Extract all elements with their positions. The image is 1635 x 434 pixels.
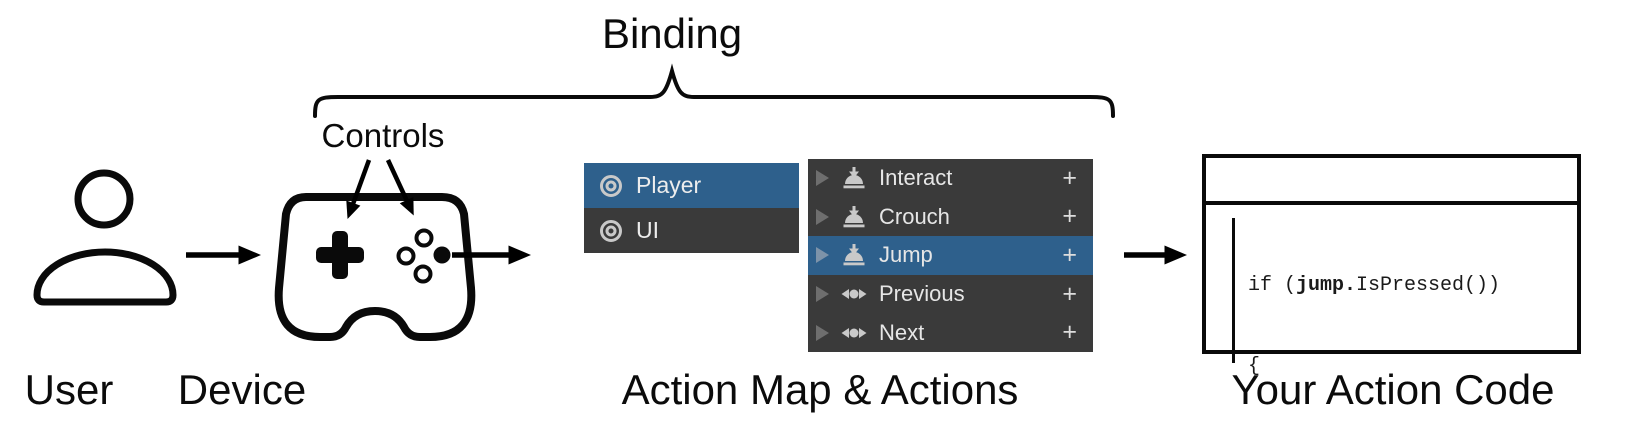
gamepad-icon [274,193,476,341]
add-binding-button[interactable]: + [1062,318,1077,347]
action-item-next[interactable]: Next + [808,313,1093,352]
action-map-icon [600,219,622,242]
foldout-triangle-icon[interactable] [816,247,829,264]
add-binding-button[interactable]: + [1062,240,1077,269]
action-map-item-label: UI [636,217,659,243]
code-text-bold: jump. [1296,274,1357,297]
user-icon [33,169,177,306]
code-line: if (jump.IsPressed()) [1248,272,1577,299]
action-item-label: Interact [879,165,953,191]
action-item-label: Previous [879,281,965,307]
add-binding-button[interactable]: + [1062,279,1077,308]
code-gutter-line [1232,218,1235,363]
device-label: Device [177,366,307,413]
button-action-icon [843,167,865,189]
controls-arrow-right [385,159,414,216]
gamepad-buttons [396,228,451,284]
action-map-item-ui[interactable]: UI [584,208,799,253]
code-window-titlebar [1206,158,1577,205]
controls-label: Controls [321,117,445,154]
action-map-item-label: Player [636,172,702,198]
user-head [74,169,134,229]
action-map-item-player[interactable]: Player [584,163,799,208]
foldout-triangle-icon[interactable] [816,286,829,303]
code-text: IsPressed()) [1356,274,1501,297]
axis-action-icon [841,327,867,338]
foldout-triangle-icon[interactable] [816,324,829,341]
binding-label: Binding [601,10,743,57]
user-body [33,248,177,306]
add-binding-button[interactable]: + [1062,202,1077,231]
controls-arrow-left [346,159,372,220]
button-action-icon [843,244,865,266]
action-item-previous[interactable]: Previous + [808,275,1093,314]
gamepad-outline [274,193,476,341]
binding-brace [313,63,1115,118]
action-item-label: Jump [879,242,933,268]
action-item-interact[interactable]: Interact + [808,159,1093,198]
code-snippet: if (jump.IsPressed()) { // your code } [1248,218,1577,434]
action-item-label: Crouch [879,203,950,229]
code-text: if ( [1248,274,1297,297]
action-item-label: Next [879,319,925,345]
action-item-crouch[interactable]: Crouch + [808,198,1093,237]
foldout-triangle-icon[interactable] [816,170,829,187]
axis-action-icon [841,289,867,300]
button-action-icon [843,205,865,228]
code-window-body: if (jump.IsPressed()) { // your code } [1206,218,1577,378]
action-map-label: Action Map & Actions [621,366,1019,413]
action-item-jump[interactable]: Jump + [808,236,1093,275]
code-line: { [1248,355,1261,378]
user-label: User [24,366,114,413]
add-binding-button[interactable]: + [1062,163,1077,192]
gamepad-pressed-button [433,246,451,264]
action-code-label: Your Action Code [1231,366,1555,413]
action-code-window: if (jump.IsPressed()) { // your code } [1202,154,1581,378]
action-map-panel: Player UI [584,163,799,253]
action-map-icon [600,174,622,197]
foldout-triangle-icon[interactable] [816,208,829,225]
actions-panel: Interact + Crouch + Jump + [808,159,1093,352]
gamepad-dpad-icon [316,231,364,279]
